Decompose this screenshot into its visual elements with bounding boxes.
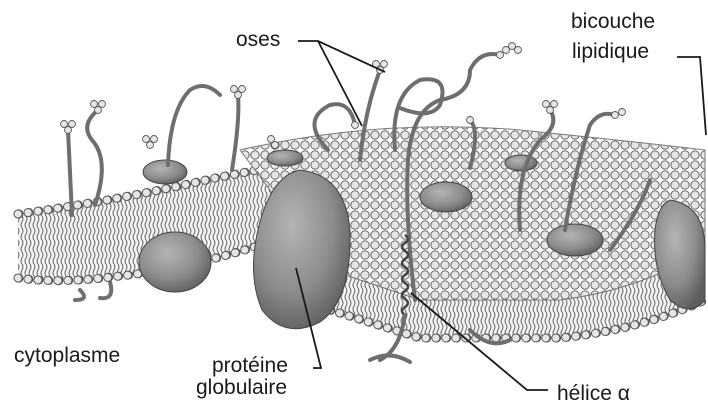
globular-protein-left-top: [143, 160, 187, 184]
label-bicouche-line1: bicouche: [571, 10, 655, 34]
label-proteine-line1: protéine: [212, 354, 288, 378]
label-bicouche-line2: lipidique: [572, 40, 649, 64]
globular-protein-right-top: [505, 155, 537, 171]
pointer-bicouche: [677, 57, 706, 135]
label-oses: oses: [236, 28, 280, 52]
pointer-oses: [298, 41, 385, 72]
label-cytoplasme: cytoplasme: [14, 344, 120, 368]
globular-protein-right: [547, 224, 603, 256]
label-helice-alpha: hélice α: [557, 382, 630, 406]
globular-protein-mid: [420, 182, 472, 212]
label-proteine-line2: globulaire: [196, 376, 287, 400]
globular-protein-left: [139, 232, 211, 292]
